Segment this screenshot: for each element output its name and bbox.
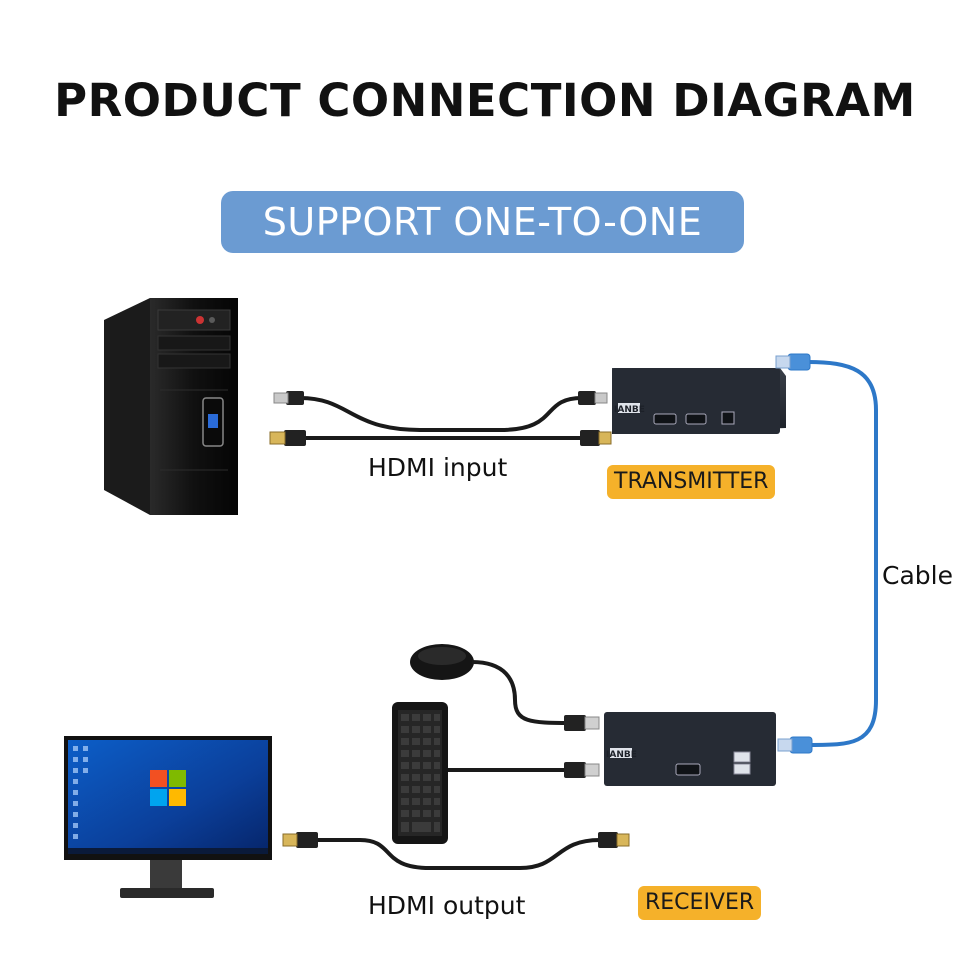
monitor-icon xyxy=(64,736,272,898)
hdmi-plug-icon xyxy=(269,430,306,446)
usb-plug-icon xyxy=(578,391,608,405)
hdmi-plug-icon xyxy=(282,832,318,848)
hdmi-plug-icon xyxy=(598,832,630,848)
support-mode-banner: SUPPORT ONE-TO-ONE xyxy=(221,191,744,253)
usb-plug-icon xyxy=(273,391,304,405)
usb-plug-icon xyxy=(564,762,600,778)
receiver-tag: RECEIVER xyxy=(638,886,762,920)
transmitter-box-icon xyxy=(612,368,786,434)
hdmi-input-cable xyxy=(269,391,612,446)
keyboard-icon xyxy=(392,702,570,844)
receiver-box-icon xyxy=(604,712,776,786)
hdmi-output-label: HDMI output xyxy=(368,891,526,920)
usb-plug-icon xyxy=(564,715,600,731)
windows-logo-icon xyxy=(150,770,186,806)
rj45-plug-icon xyxy=(777,736,813,754)
diagram-title: PRODUCT CONNECTION DIAGRAM xyxy=(54,74,916,127)
transmitter-tag: TRANSMITTER xyxy=(607,465,776,499)
hdmi-input-label: HDMI input xyxy=(368,453,508,482)
transmitter-brand-label: IANBE xyxy=(614,405,645,415)
mouse-icon xyxy=(410,644,571,725)
hdmi-output-cable xyxy=(282,832,630,870)
cable-label: Cable xyxy=(882,561,953,590)
hdmi-plug-icon xyxy=(580,430,612,446)
network-cable xyxy=(775,353,878,754)
rj45-plug-icon xyxy=(775,353,811,371)
pc-tower-icon xyxy=(104,298,238,515)
receiver-brand-label: IANBE xyxy=(606,750,637,760)
